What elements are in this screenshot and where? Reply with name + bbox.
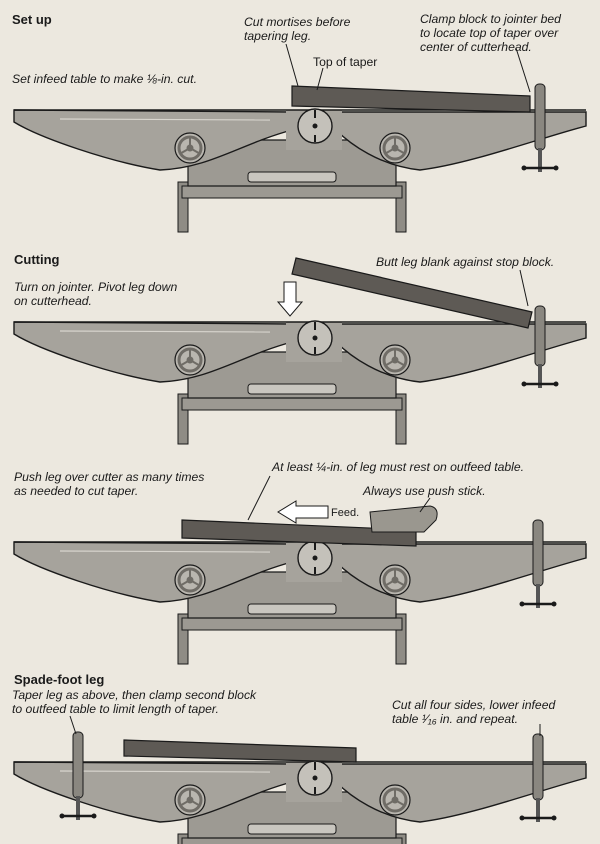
- jointer-spade-highlight: [59, 770, 271, 773]
- leg-spade: [123, 739, 357, 763]
- leg-feed: [181, 519, 417, 547]
- jointer-setup-leg: [395, 181, 407, 233]
- jointer-cutting-leg: [395, 393, 407, 445]
- jointer-spade-outfeed-handwheel-spoke: [384, 799, 396, 807]
- jointer-setup-infeed-handwheel-spoke: [179, 147, 191, 155]
- clamp-spade-left-handle-end: [91, 813, 97, 819]
- jointer-feed-leg: [395, 613, 407, 665]
- clamp-cutting-screw: [538, 364, 542, 388]
- clamp-spade-right-handle-end: [519, 815, 525, 821]
- leader-top-of-taper: [316, 67, 324, 91]
- clamp-feed-handle-end: [519, 601, 525, 607]
- jointer-feed-arbor: [312, 555, 318, 561]
- leader-push-stick: [419, 497, 431, 513]
- jointer-setup-infeed-table: [13, 109, 293, 171]
- jointer-setup-outfeed-handwheel-spoke: [384, 147, 396, 155]
- jointer-cutting-outfeed-handwheel-spoke: [384, 359, 396, 367]
- leg-cutting: [291, 257, 533, 329]
- jointer-setup-stand-rail: [181, 185, 403, 199]
- clamp-setup-handle-end: [521, 165, 527, 171]
- callout-infeed-table: Set infeed table to make ⅛-in. cut.: [12, 72, 197, 86]
- jointer-feed-leg: [177, 613, 189, 665]
- jointer-feed-slot: [247, 603, 337, 615]
- jointer-spade-stand-rail: [181, 837, 403, 844]
- callout-push-leg: Push leg over cutter as many times as ne…: [14, 470, 205, 498]
- push-stick: [369, 505, 438, 533]
- jointer-spade-infeed-handwheel-spoke: [189, 799, 201, 807]
- clamp-setup-handle-end: [553, 165, 559, 171]
- clamp-cutting-handle-end: [553, 381, 559, 387]
- jointer-cutting-slot: [247, 383, 337, 395]
- jointer-cutting-infeed-handwheel-spoke: [189, 359, 201, 367]
- jointer-cutting-infeed-table: [13, 321, 293, 383]
- jointer-feed-stand-rail: [181, 617, 403, 631]
- leader-butt-leg: [519, 269, 529, 307]
- leader-mortises: [285, 43, 299, 87]
- clamp-spade-left-handle-end: [59, 813, 65, 819]
- clamp-cutting: [534, 305, 546, 367]
- jointer-cutting-infeed-handwheel-spoke: [179, 359, 191, 367]
- jointer-feed-infeed-handwheel-spoke: [189, 579, 201, 587]
- callout-push-stick: Always use push stick.: [363, 484, 486, 498]
- heading-set-up: Set up: [12, 12, 52, 27]
- jointer-feed-outfeed-handwheel-spoke: [384, 579, 396, 587]
- jointer-feed-infeed-table: [13, 541, 293, 603]
- feed-arrow-label: Feed.: [331, 507, 360, 519]
- jointer-feed-outfeed-handwheel-spoke: [394, 579, 406, 587]
- arrow-pivot-down: [276, 281, 304, 317]
- callout-clamp-block: Clamp block to jointer bed to locate top…: [420, 12, 561, 54]
- clamp-feed: [532, 519, 544, 587]
- jointer-cutting-arbor: [312, 335, 318, 341]
- callout-outfeed-rest: At least ¼-in. of leg must rest on outfe…: [272, 460, 525, 474]
- heading-cutting: Cutting: [14, 252, 60, 267]
- jointer-setup-highlight: [59, 118, 271, 121]
- clamp-spade-left-screw: [76, 796, 80, 820]
- clamp-spade-right: [532, 733, 544, 801]
- jointer-cutting-leg: [177, 393, 189, 445]
- jointer-cutting-highlight: [59, 330, 271, 333]
- callout-taper-leg: Taper leg as above, then clamp second bl…: [12, 688, 257, 716]
- jointer-spade-outfeed-handwheel-spoke: [394, 799, 406, 807]
- clamp-feed-screw: [536, 584, 540, 608]
- leader-clamp: [515, 47, 531, 93]
- jointer-spade-arbor: [312, 775, 318, 781]
- leader-taper-leg: [69, 715, 77, 735]
- heading-spade-foot-leg: Spade-foot leg: [14, 672, 105, 687]
- callout-butt-leg: Butt leg blank against stop block.: [376, 255, 555, 269]
- jointer-spade-infeed-handwheel-spoke: [179, 799, 191, 807]
- jointer-spade-slot: [247, 823, 337, 835]
- clamp-cutting-handle-end: [521, 381, 527, 387]
- callout-turn-on-jointer: Turn on jointer. Pivot leg down on cutte…: [14, 280, 178, 308]
- clamp-spade-right-handle-end: [551, 815, 557, 821]
- jointer-setup-arbor: [312, 123, 318, 129]
- jointer-feed-highlight: [59, 550, 271, 553]
- callout-cut-four-sides: Cut all four sides, lower infeed table ¹…: [392, 698, 556, 726]
- clamp-spade-right-screw: [536, 798, 540, 822]
- jointer-cutting-stand-rail: [181, 397, 403, 411]
- leg-setup: [291, 85, 531, 113]
- jointer-setup-infeed-handwheel-spoke: [189, 147, 201, 155]
- clamp-spade-left: [72, 731, 84, 799]
- jointer-setup-slot: [247, 171, 337, 183]
- jointer-cutting-outfeed-handwheel-spoke: [394, 359, 406, 367]
- jointer-setup-outfeed-handwheel-spoke: [394, 147, 406, 155]
- clamp-setup-screw: [538, 148, 542, 172]
- jointer-setup-leg: [177, 181, 189, 233]
- clamp-setup: [534, 83, 546, 151]
- feed-arrow: [277, 500, 329, 524]
- callout-top-of-taper: Top of taper: [313, 55, 378, 69]
- callout-cut-mortises: Cut mortises before tapering leg.: [244, 15, 351, 43]
- jointer-feed-infeed-handwheel-spoke: [179, 579, 191, 587]
- clamp-feed-handle-end: [551, 601, 557, 607]
- leader-outfeed-rest: [247, 475, 271, 521]
